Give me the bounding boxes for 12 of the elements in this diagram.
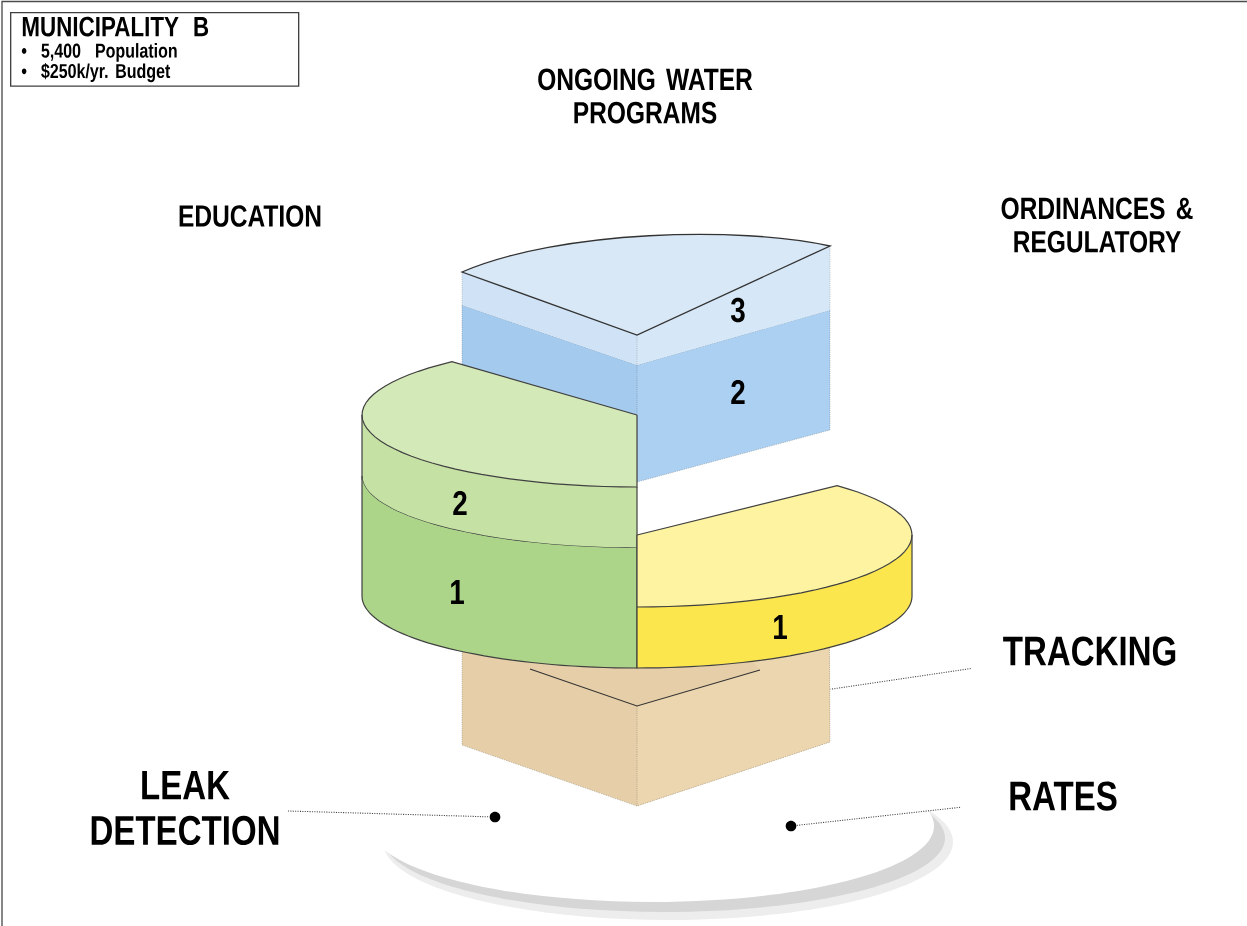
callout-label: RATES (1010, 781, 1117, 811)
callout-label: TRACKING (1003, 636, 1176, 666)
leader-line (287, 810, 490, 818)
category-label: ORDINANCES & REGULATORY (1001, 197, 1193, 253)
leader-line (829, 668, 972, 690)
leader-line (796, 806, 961, 826)
info-box: MUNICIPALITY B • 5,400 Population • $250k/yr. Budget (10, 12, 300, 87)
callout-label: LEAK DETECTION (91, 770, 279, 846)
heading: ONGOING WATER PROGRAMS (538, 68, 753, 124)
category-label: EDUCATION (179, 205, 321, 227)
pie-segment: 1 (636, 485, 913, 669)
pie-segment: 3 (461, 233, 831, 366)
